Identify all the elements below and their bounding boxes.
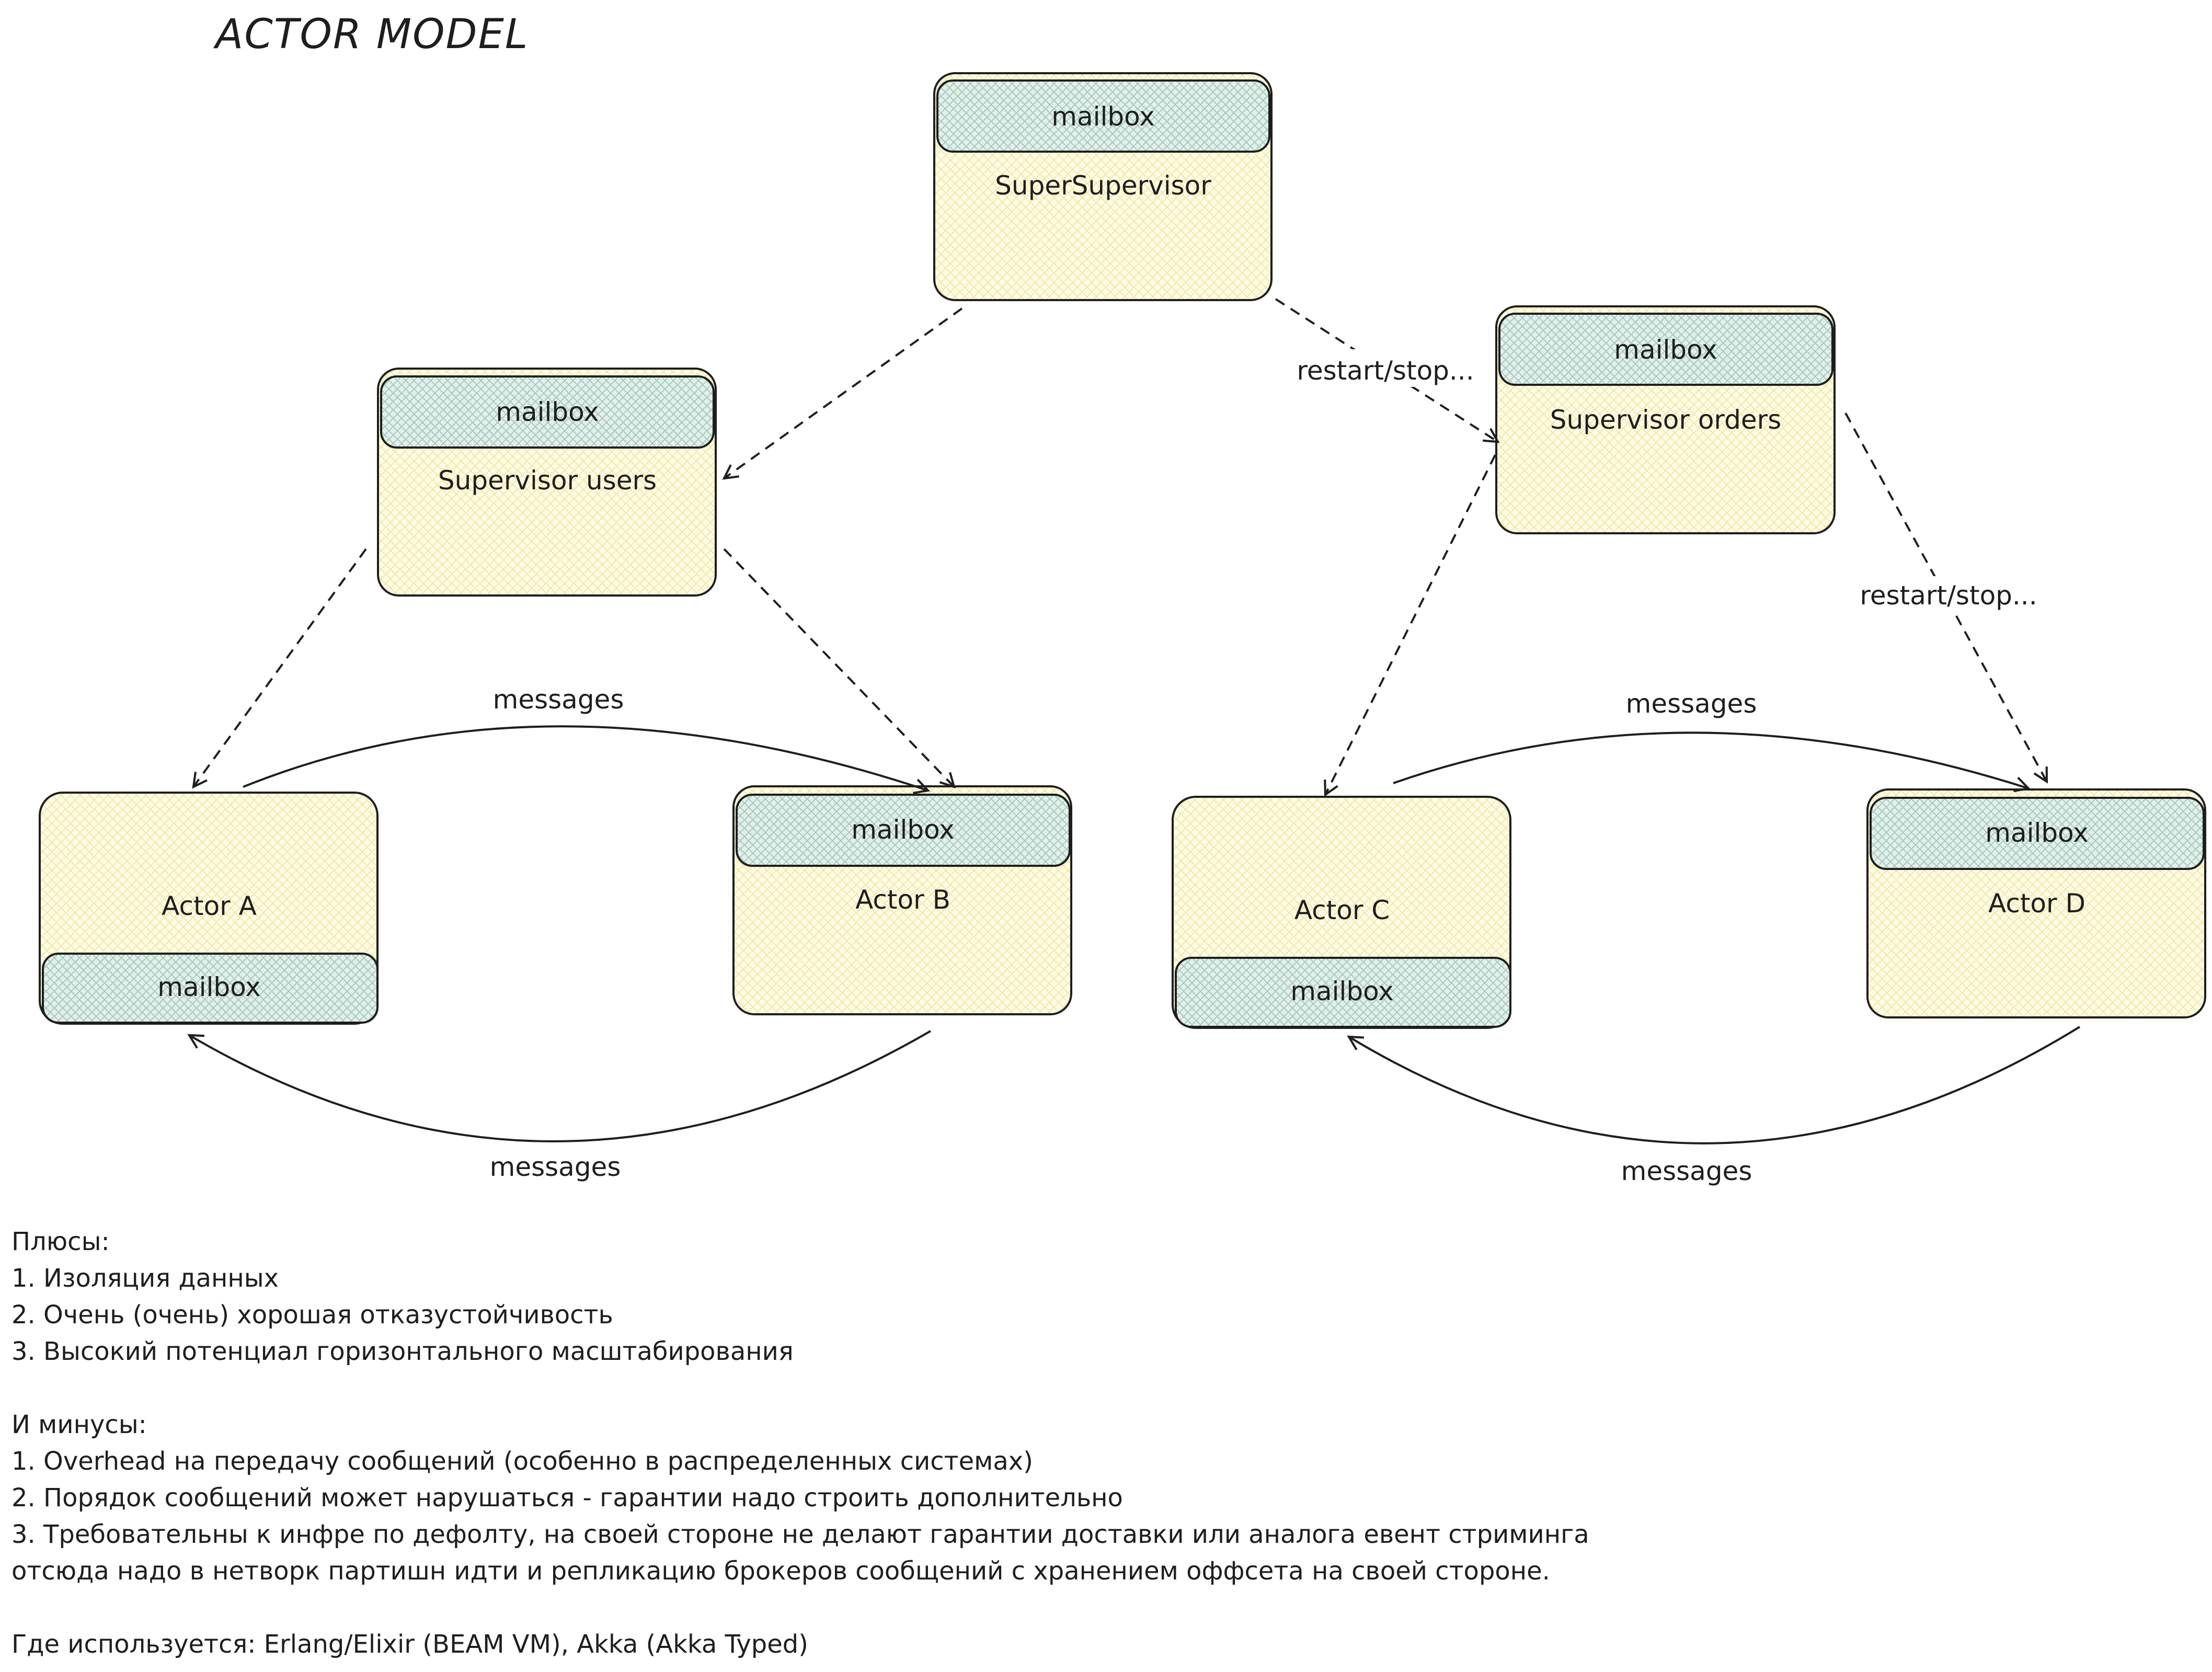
- mailbox-supervisor-orders: [1498, 313, 1833, 386]
- supervisor-users-label: Supervisor users: [438, 465, 657, 496]
- edge-supervisor-orders-to-actor-c: [1324, 454, 1496, 797]
- edge-messages-actor-d-to-actor-c: [1347, 1026, 2081, 1144]
- super-supervisor-label: SuperSupervisor: [995, 170, 1211, 201]
- diagram-title: ACTOR MODEL: [213, 11, 529, 58]
- edge-messages-actor-b-to-actor-a: [187, 1030, 932, 1142]
- label-bg: [1838, 576, 2057, 614]
- cons-heading: И минусы:: [12, 1410, 147, 1439]
- pros-item: 3. Высокий потенциал горизонтального мас…: [12, 1337, 794, 1366]
- cons-item: 1. Overhead на передачу сообщений (особе…: [12, 1447, 1033, 1476]
- edge-supersupervisor-to-supervisor-users: [722, 307, 963, 480]
- edge-label-messages: messages: [1621, 1156, 1752, 1186]
- mailbox-label: mailbox: [1290, 976, 1394, 1006]
- actor-a-label: Actor A: [162, 891, 257, 921]
- actor-model-diagram: ACTOR MODEL mailbox SuperSupervisor mail…: [39, 11, 2206, 1189]
- cons-item: 2. Порядок сообщений может нарушаться - …: [12, 1483, 1123, 1513]
- mailbox-label: mailbox: [496, 397, 599, 427]
- cons-item: отсюда надо в нетворк партишн идти и реп…: [12, 1556, 1550, 1586]
- label-bg: [484, 1148, 625, 1185]
- actor-d-node: mailbox Actor D: [1866, 788, 2206, 1018]
- edge-supervisor-users-to-actor-a: [192, 548, 367, 789]
- mailbox-actor-a: [42, 953, 379, 1024]
- label-bg: [1276, 349, 1495, 387]
- pros-item: 1. Изоляция данных: [12, 1264, 279, 1293]
- actor-d-label: Actor D: [1988, 888, 2085, 919]
- actor-b-label: Actor B: [855, 885, 950, 915]
- mailbox-label: mailbox: [1985, 818, 2089, 848]
- actor-c-label: Actor C: [1294, 895, 1390, 925]
- mailbox-label: mailbox: [851, 815, 955, 845]
- mailbox-label: mailbox: [1614, 335, 1717, 365]
- actor-a-node: Actor A mailbox: [39, 792, 379, 1025]
- label-bg: [484, 681, 625, 717]
- edge-messages-actor-a-to-actor-b: [243, 725, 931, 794]
- label-bg: [1615, 1152, 1757, 1189]
- supervisor-orders-node: mailbox Supervisor orders: [1495, 305, 1836, 534]
- mailbox-actor-c: [1175, 957, 1511, 1028]
- edge-label-messages: messages: [1626, 689, 1757, 719]
- mailbox-label: mailbox: [157, 972, 261, 1002]
- pros-item: 2. Очень (очень) хорошая отказустойчивос…: [12, 1300, 613, 1330]
- supervisor-users-node: mailbox Supervisor users: [377, 368, 717, 597]
- edge-label-messages: messages: [490, 1152, 621, 1182]
- mailbox-super-supervisor: [936, 79, 1270, 153]
- edge-label-restart-stop: restart/stop...: [1297, 356, 1474, 386]
- actor-b-node: mailbox Actor B: [732, 785, 1072, 1015]
- mailbox-actor-b: [736, 794, 1071, 867]
- mailbox-supervisor-users: [380, 375, 715, 449]
- label-bg: [1621, 685, 1762, 722]
- actor-c-node: Actor C mailbox: [1172, 796, 1511, 1029]
- edge-label-messages: messages: [493, 684, 624, 715]
- edge-supervisor-users-to-actor-b: [723, 548, 956, 789]
- mailbox-actor-d: [1870, 797, 2205, 870]
- notes-block: Плюсы: 1. Изоляция данных 2. Очень (очен…: [12, 1223, 1894, 1663]
- edge-messages-actor-c-to-actor-d: [1393, 731, 2031, 793]
- pros-heading: Плюсы:: [12, 1227, 110, 1256]
- usage-line: Где используется: Erlang/Elixir (BEAM VM…: [12, 1630, 808, 1659]
- supervisor-orders-label: Supervisor orders: [1550, 405, 1781, 435]
- edge-label-restart-stop: restart/stop...: [1860, 580, 2037, 611]
- super-supervisor-node: mailbox SuperSupervisor: [933, 72, 1273, 301]
- mailbox-label: mailbox: [1051, 101, 1155, 132]
- cons-item: 3. Требовательны к инфре по дефолту, на …: [12, 1520, 1589, 1549]
